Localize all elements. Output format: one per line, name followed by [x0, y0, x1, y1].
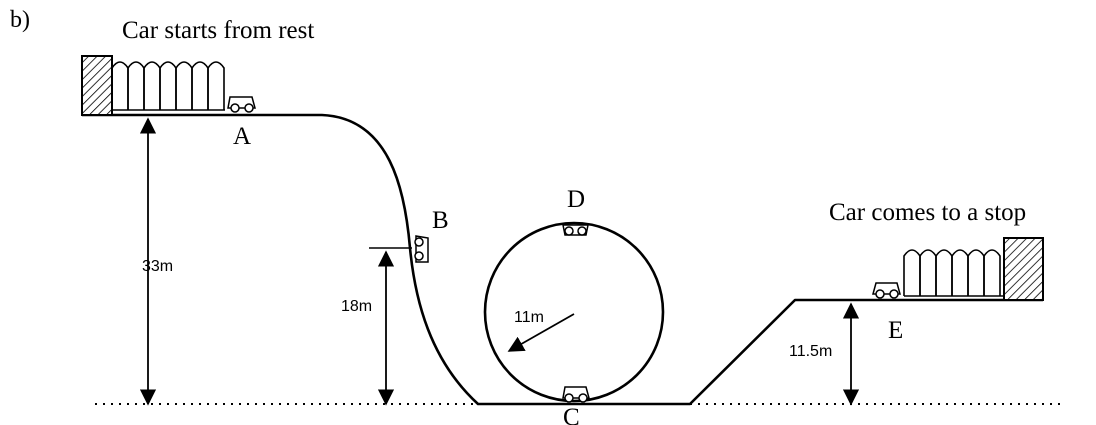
car-icon-e — [872, 282, 901, 299]
point-label-e: E — [888, 317, 903, 344]
part-label: b) — [10, 7, 30, 33]
track — [82, 113, 1043, 406]
point-label-a: A — [233, 123, 251, 150]
stop-wall — [1003, 237, 1044, 301]
point-label-d: D — [567, 186, 585, 213]
car-icon-d — [562, 224, 589, 236]
radius-label: 11m — [514, 309, 544, 326]
point-label-b: B — [432, 207, 449, 234]
point-label-c: C — [563, 404, 580, 425]
loop — [483, 221, 665, 403]
car-icon-c — [562, 386, 590, 403]
radius-arrow — [507, 313, 575, 352]
car-icon-b — [414, 235, 429, 263]
stop-caption: Car comes to a stop — [829, 199, 1026, 226]
start-wall — [81, 55, 113, 116]
start-spring — [111, 61, 225, 111]
stop-spring — [903, 249, 1004, 297]
start-caption: Car starts from rest — [122, 17, 314, 44]
car-icon-a — [227, 96, 256, 113]
height-label-b: 18m — [341, 298, 372, 315]
height-label-e: 11.5m — [789, 343, 832, 360]
height-label-a: 33m — [142, 258, 173, 275]
